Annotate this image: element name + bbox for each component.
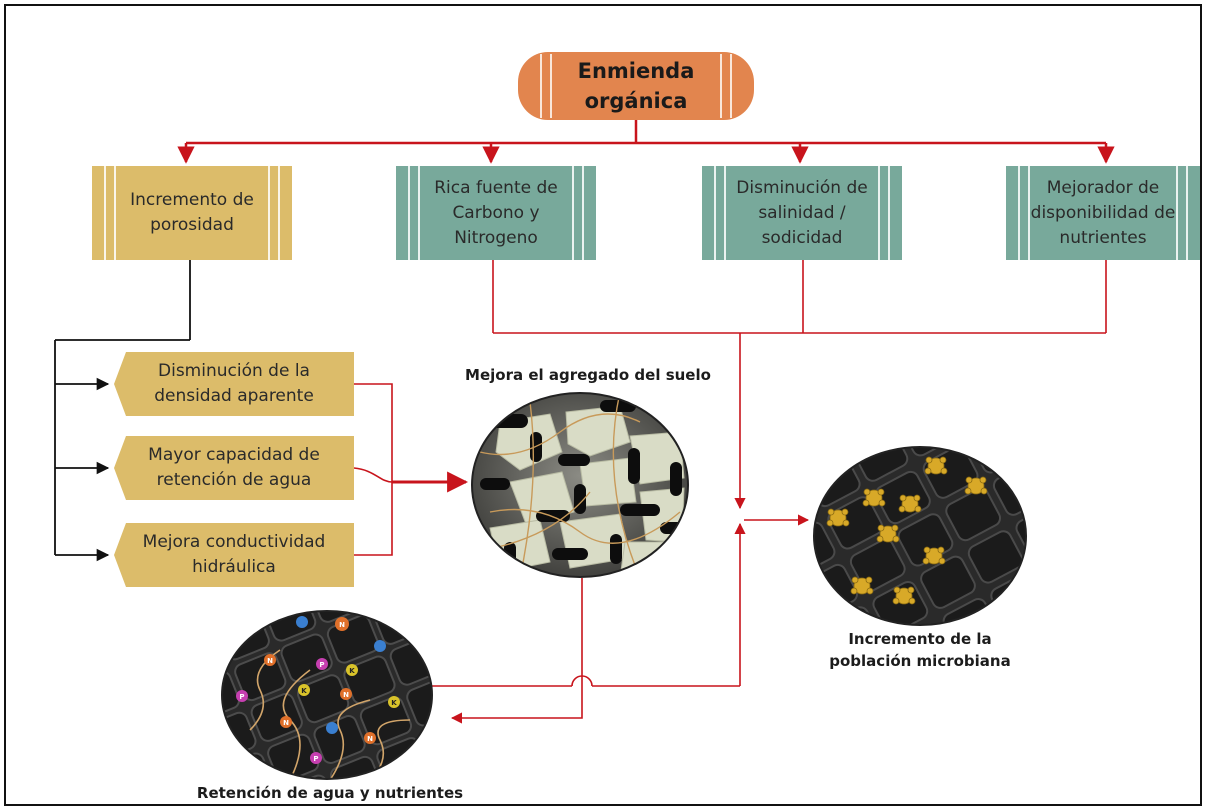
diagram-frame bbox=[4, 4, 1202, 806]
nutrient-label-n1: N bbox=[339, 621, 345, 629]
root-label-line2: orgánica bbox=[584, 89, 688, 113]
box-salinity-line3: sodicidad bbox=[761, 227, 843, 248]
effects-bracket bbox=[353, 383, 469, 556]
effect-conductivity-line1: Mejora conductividad bbox=[142, 532, 326, 552]
root-branches bbox=[177, 120, 1115, 164]
caption-soil-aggregate: Mejora el agregado del suelo bbox=[465, 366, 711, 384]
effect-conductivity-line2: hidráulica bbox=[192, 557, 276, 577]
soil-aggregate-image bbox=[471, 392, 689, 578]
box-carbon-line3: Nitrogeno bbox=[454, 227, 538, 248]
box-salinity-line2: salinidad / bbox=[758, 202, 846, 223]
box-carbon-line1: Rica fuente de bbox=[434, 177, 558, 198]
retention-links bbox=[432, 578, 740, 724]
caption-water-nutrient-retention: Retención de agua y nutrientes bbox=[196, 784, 464, 802]
box-porosity-increase: Incremento de porosidad bbox=[92, 166, 292, 260]
porosity-tree bbox=[54, 260, 191, 562]
box-salinity-reduction: Disminución de salinidad / sodicidad bbox=[702, 166, 902, 260]
box-nutrient-line3: nutrientes bbox=[1059, 227, 1147, 248]
box-carbon-nitrogen-source: Rica fuente de Carbono y Nitrogeno bbox=[396, 166, 596, 260]
nutrient-label-n2: N bbox=[267, 657, 273, 665]
caption-microbial-population: Incremento de la población microbiana bbox=[800, 628, 1040, 672]
effect-water-retention-capacity: Mayor capacidad de retención de agua bbox=[114, 436, 354, 500]
nutrient-label-n4: N bbox=[283, 719, 289, 727]
effect-density-line1: Disminución de la bbox=[158, 361, 310, 381]
teal-convergence bbox=[492, 260, 1107, 686]
effect-hydraulic-conductivity: Mejora conductividad hidráulica bbox=[114, 523, 354, 587]
effect-bulk-density-reduction: Disminución de la densidad aparente bbox=[114, 352, 354, 416]
box-carbon-line2: Carbono y bbox=[452, 202, 540, 223]
nutrient-label-n3: N bbox=[343, 691, 349, 699]
effect-retention-line1: Mayor capacidad de bbox=[148, 445, 320, 465]
nutrient-label-p2: P bbox=[239, 693, 244, 701]
box-nutrient-line2: disponibilidad de bbox=[1030, 202, 1176, 223]
box-nutrient-line1: Mejorador de bbox=[1046, 177, 1160, 198]
nutrient-label-k2: K bbox=[301, 687, 307, 695]
box-salinity-line1: Disminución de bbox=[736, 177, 868, 198]
root-node-organic-amendment: Enmienda orgánica bbox=[518, 52, 754, 120]
nutrient-label-k1: K bbox=[349, 667, 355, 675]
caption-microbial-line1: Incremento de la bbox=[848, 630, 992, 648]
microbial-population-image bbox=[813, 446, 1027, 626]
nutrient-label-n5: N bbox=[367, 735, 373, 743]
box-porosity-line2: porosidad bbox=[150, 215, 234, 235]
caption-microbial-line2: población microbiana bbox=[829, 652, 1011, 670]
nutrient-label-k3: K bbox=[391, 699, 397, 707]
water-nutrient-retention-image: N N P K K N P N K P N bbox=[221, 610, 433, 780]
box-porosity-line1: Incremento de bbox=[130, 190, 254, 210]
nutrient-label-p3: P bbox=[313, 755, 318, 763]
effect-density-line2: densidad aparente bbox=[154, 386, 314, 406]
root-label-line1: Enmienda bbox=[577, 59, 695, 83]
box-nutrient-availability: Mejorador de disponibilidad de nutriente… bbox=[1006, 166, 1200, 260]
effect-retention-line2: retención de agua bbox=[156, 470, 312, 490]
nutrient-label-p1: P bbox=[319, 661, 324, 669]
